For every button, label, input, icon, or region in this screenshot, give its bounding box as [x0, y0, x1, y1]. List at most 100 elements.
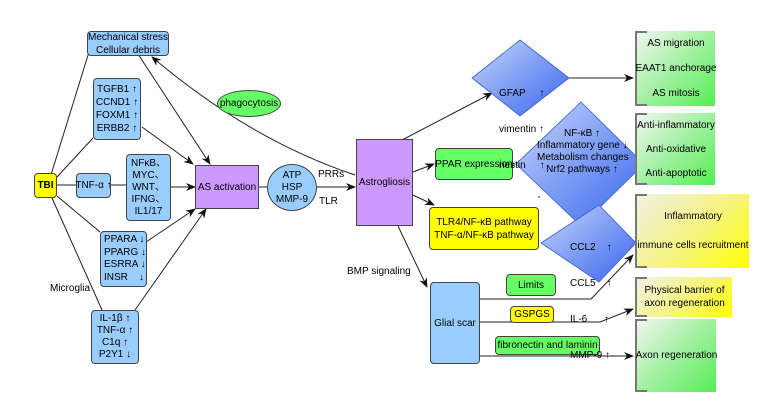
prrs-label: PRRs — [318, 169, 345, 180]
outcome-barrier[interactable]: Physical barrier of axon regeneration — [635, 277, 732, 317]
edge-tbi-tgfb — [56, 137, 94, 178]
outcome-label: axon regeneration — [644, 298, 725, 309]
nfkb-gene-group[interactable]: NFκB、 MYC、 WNT、 IFNG、 IL1/17 — [126, 154, 171, 221]
bmp-signaling-label: BMP signaling — [347, 266, 411, 277]
gene-label: FOXM1 ↑ — [95, 110, 139, 121]
tgfb-gene-group[interactable]: TGFB1 ↑ CCND1 ↑ FOXM1 ↑ ERBB2 ↑ — [93, 78, 141, 140]
cytokine-label: MMP-9 ↑ — [570, 350, 610, 361]
ppar-expression-node[interactable]: PPAR expression — [435, 148, 513, 180]
gene-label: ERBB2 ↑ — [96, 123, 138, 134]
outcome-label: Anti-oxidative — [645, 143, 707, 155]
outcome-label: AS mitosis — [652, 88, 700, 99]
gene-label: INSR ↓ — [104, 271, 145, 283]
limits-node[interactable]: Limits — [506, 274, 556, 296]
edge-tgfb-as — [141, 126, 194, 165]
edge-limits-inflammatory — [479, 254, 634, 300]
edge-astrogliosis-gfap — [401, 92, 493, 141]
edge-mechanical-as — [135, 50, 211, 165]
nfkb-diamond-text: NF-κB ↑ Inflammatory gene ↓ Metabolism c… — [537, 128, 629, 176]
molecule-label: HSP — [281, 181, 303, 193]
fibronectin-label: fibronectin and laminin — [497, 340, 598, 351]
microglia-gene-group[interactable]: IL-1β ↑ TNF-α ↑ C1q ↑ P2Y1 ↓ — [91, 310, 139, 364]
gene-label: ESRRA ↓ — [104, 259, 146, 270]
outcome-label: EAAT1 anchorage — [635, 63, 717, 74]
edge-tbi-microglia — [51, 197, 103, 311]
gene-label: IL1/17 — [134, 205, 163, 217]
edge-astrogliosis-glialscar — [397, 225, 428, 288]
gene-label: PPARG ↓ — [104, 246, 147, 258]
pathway-label: TLR4/NF-κB pathway — [436, 216, 532, 228]
tbi-label: TBI — [37, 180, 54, 191]
outcome-label: Anti-apoptotic — [645, 167, 707, 179]
effect-label: Nrf2 pathways ↑ — [546, 164, 618, 175]
effect-label: Metabolism changes — [537, 152, 629, 163]
tbi-node[interactable]: TBI — [34, 173, 57, 198]
gene-label: IL-1β ↑ — [99, 313, 131, 324]
glial-scar-node[interactable]: Glial scar — [430, 282, 480, 364]
gene-label: IFNG、 — [131, 193, 166, 205]
molecule-label: ATP — [282, 169, 302, 181]
ccl-diamond-text: CCL2 ↑ CCL5 ↑ IL-6 ↑ MMP-9 ↑ — [570, 218, 612, 374]
microglia-label: Microglia — [50, 283, 91, 294]
gene-label: C1q ↑ — [101, 337, 129, 348]
edge-tbi-ppar — [56, 195, 101, 233]
gene-label: NFκB、 — [131, 157, 166, 169]
gene-label: PPARA ↓ — [104, 234, 145, 245]
effect-label: NF-κB ↑ — [563, 128, 601, 139]
marker-label: vimentin ↑ — [499, 124, 545, 135]
atp-hsp-mmp9-node[interactable]: ATP HSP MMP-9 — [267, 164, 317, 211]
outcome-label: Physical barrier of — [644, 285, 725, 296]
marker-label: nestin ↑ — [499, 160, 545, 171]
ppar-expression-label: PPAR expression — [435, 158, 513, 170]
outcome-inflammatory[interactable]: Inflammatory immune cells recruitment — [635, 194, 749, 268]
edge-astrogliosis-ppar — [412, 163, 435, 173]
astrogliosis-node[interactable]: Astrogliosis — [356, 139, 413, 226]
edge-astrogliosis-mechanical — [151, 56, 356, 176]
gene-label: WNT、 — [132, 181, 165, 193]
edge-microglia-as — [134, 208, 207, 311]
edge-astrogliosis-tlr4 — [412, 194, 435, 206]
outcome-anti[interactable]: Anti-inflammatory Anti-oxidative Anti-ap… — [635, 113, 715, 185]
effect-label: Inflammatory gene ↓ — [537, 140, 628, 151]
node-text: Cellular debris — [96, 44, 160, 56]
gspgs-label: GSPGS — [514, 309, 550, 320]
outcome-label: Axon regeneration — [635, 350, 718, 361]
outcome-axon-regeneration[interactable]: Axon regeneration — [635, 319, 718, 392]
fibronectin-laminin-node[interactable]: fibronectin and laminin — [495, 336, 600, 355]
tlr4-pathway-node[interactable]: TLR4/NF-κB pathway TNF-α/NF-κB pathway — [429, 207, 539, 250]
diamond-gfap — [471, 39, 570, 117]
node-text: Mechanical stress — [87, 31, 169, 43]
astrogliosis-label: Astrogliosis — [358, 177, 411, 188]
as-activation-node[interactable]: AS activation — [195, 165, 259, 209]
ppar-gene-group[interactable]: PPARA ↓ PPARG ↓ ESRRA ↓ INSR ↓ — [100, 231, 147, 287]
tnf-alpha-node[interactable]: TNF-α ↑ — [75, 173, 112, 198]
diamond-ccl — [540, 204, 637, 283]
glial-scar-label: Glial scar — [434, 317, 476, 329]
tnf-label: TNF-α ↑ — [75, 180, 112, 191]
gene-label: CCND1 ↑ — [95, 97, 139, 108]
gene-label: P2Y1 ↓ — [98, 349, 132, 360]
outcome-label: immune cells recruitment — [637, 240, 749, 251]
outcome-label: AS migration — [647, 38, 705, 49]
tlr-label: TLR — [319, 196, 338, 207]
limits-label: Limits — [517, 279, 545, 291]
cytokine-label: IL-6 ↑ — [570, 314, 609, 325]
gene-label: MYC、 — [132, 169, 165, 181]
edge-ppar-as — [145, 208, 196, 243]
outcome-label: Anti-inflammatory — [637, 119, 715, 131]
outcome-label: Inflammatory — [664, 211, 722, 222]
outcome-migration[interactable]: AS migration EAAT1 anchorage AS mitosis — [635, 31, 717, 106]
gfap-diamond-text: GFAP ↑ vimentin ↑ nestin ↑ — [499, 64, 545, 184]
as-activation-label: AS activation — [197, 181, 257, 193]
phagocytosis-label: phagocytosis — [219, 98, 279, 109]
gene-label: TNF-α ↑ — [96, 325, 134, 336]
phagocytosis-node[interactable]: phagocytosis — [217, 90, 281, 117]
gspgs-node[interactable]: GSPGS — [510, 306, 554, 323]
edge-tbi-mechanical — [49, 51, 90, 179]
mechanical-stress-node[interactable]: Mechanical stress Cellular debris — [87, 31, 169, 56]
marker-label: GFAP ↑ — [499, 88, 545, 99]
cytokine-label: CCL2 ↑ — [570, 242, 612, 253]
pathway-label: TNF-α/NF-κB pathway — [434, 229, 534, 241]
molecule-label: MMP-9 — [275, 193, 309, 205]
